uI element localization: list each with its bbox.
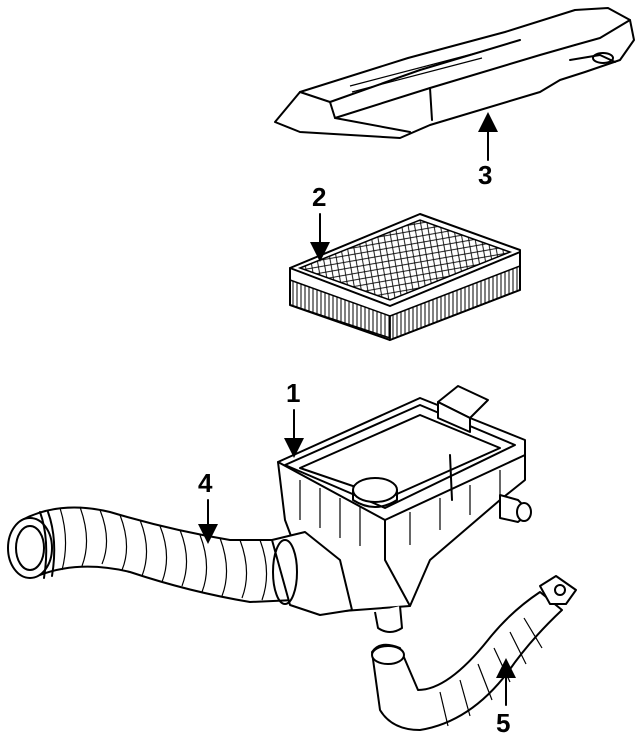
leader-lines: [198, 112, 516, 706]
callout-3: 3: [478, 160, 492, 190]
air-cleaner-cover: [274, 7, 635, 139]
intake-duct-hose: [7, 506, 353, 616]
air-filter-element: [289, 213, 521, 342]
air-cleaner-housing: [277, 385, 532, 633]
lower-hose: [371, 575, 577, 731]
callout-2: 2: [312, 182, 326, 212]
callout-1: 1: [286, 378, 300, 408]
callout-5: 5: [496, 708, 510, 738]
callout-4: 4: [198, 468, 213, 498]
